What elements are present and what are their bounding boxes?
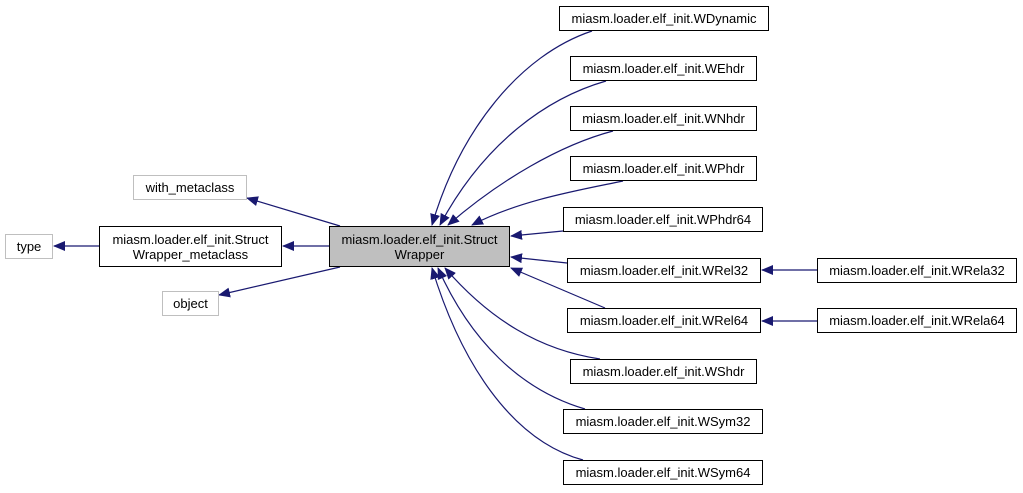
class-node-with-metaclass[interactable]: with_metaclass	[133, 175, 247, 200]
class-node-label: type	[16, 239, 42, 254]
inheritance-edge-sw-to-with_metaclass	[246, 196, 341, 227]
class-node-type[interactable]: type	[5, 234, 53, 259]
class-node-label: miasm.loader.elf_init.WRel64	[579, 313, 749, 328]
class-node-wphdr64[interactable]: miasm.loader.elf_init.WPhdr64	[563, 207, 763, 232]
inheritance-edge-wshdr-to-sw	[444, 267, 601, 360]
inheritance-edge-wsym32-to-sw	[437, 267, 586, 410]
class-node-label: miasm.loader.elf_init.WShdr	[582, 364, 745, 379]
class-node-label: miasm.loader.elf_init.WEhdr	[582, 61, 745, 76]
class-node-label: miasm.loader.elf_init.WDynamic	[571, 11, 757, 26]
class-node-wehdr[interactable]: miasm.loader.elf_init.WEhdr	[570, 56, 757, 81]
class-node-label: miasm.loader.elf_init.WPhdr	[582, 161, 745, 176]
class-node-sw-meta[interactable]: miasm.loader.elf_init.Struct Wrapper_met…	[99, 226, 282, 267]
inheritance-edge-wnhdr-to-sw	[447, 130, 614, 226]
inheritance-edge-wphdr-to-sw	[471, 180, 624, 226]
class-node-label: miasm.loader.elf_init.WSym64	[575, 465, 751, 480]
class-node-wrela64[interactable]: miasm.loader.elf_init.WRela64	[817, 308, 1017, 333]
inheritance-edge-sw-to-object	[218, 266, 341, 298]
class-node-label: miasm.loader.elf_init.Struct Wrapper	[341, 231, 498, 262]
class-node-wrel64[interactable]: miasm.loader.elf_init.WRel64	[567, 308, 761, 333]
class-node-object[interactable]: object	[162, 291, 219, 316]
class-node-label: miasm.loader.elf_init.WPhdr64	[574, 212, 752, 227]
inheritance-edge-wehdr-to-sw	[439, 80, 607, 226]
class-node-label: miasm.loader.elf_init.WRela32	[829, 263, 1005, 278]
class-node-label: with_metaclass	[145, 180, 235, 195]
inheritance-edge-wphdr64-to-sw	[510, 229, 564, 240]
class-node-wsym64[interactable]: miasm.loader.elf_init.WSym64	[563, 460, 763, 485]
class-node-wrel32[interactable]: miasm.loader.elf_init.WRel32	[567, 258, 761, 283]
inheritance-edge-wsym64-to-sw	[430, 267, 584, 461]
class-node-label: miasm.loader.elf_init.WRela64	[829, 313, 1005, 328]
inheritance-edge-wdynamic-to-sw	[430, 30, 593, 226]
inheritance-edge-wrel32-to-sw	[510, 253, 568, 264]
class-node-wsym32[interactable]: miasm.loader.elf_init.WSym32	[563, 409, 763, 434]
class-node-wdynamic[interactable]: miasm.loader.elf_init.WDynamic	[559, 6, 769, 31]
class-node-label: object	[173, 296, 208, 311]
class-node-label: miasm.loader.elf_init.WSym32	[575, 414, 751, 429]
class-node-label: miasm.loader.elf_init.Struct Wrapper_met…	[112, 231, 269, 262]
class-node-wphdr[interactable]: miasm.loader.elf_init.WPhdr	[570, 156, 757, 181]
class-node-label: miasm.loader.elf_init.WRel32	[579, 263, 749, 278]
class-node-label: miasm.loader.elf_init.WNhdr	[582, 111, 745, 126]
class-node-sw: miasm.loader.elf_init.Struct Wrapper	[329, 226, 510, 267]
class-node-wrela32[interactable]: miasm.loader.elf_init.WRela32	[817, 258, 1017, 283]
class-node-wnhdr[interactable]: miasm.loader.elf_init.WNhdr	[570, 106, 757, 131]
class-node-wshdr[interactable]: miasm.loader.elf_init.WShdr	[570, 359, 757, 384]
inheritance-edge-wrel64-to-sw	[510, 267, 606, 309]
